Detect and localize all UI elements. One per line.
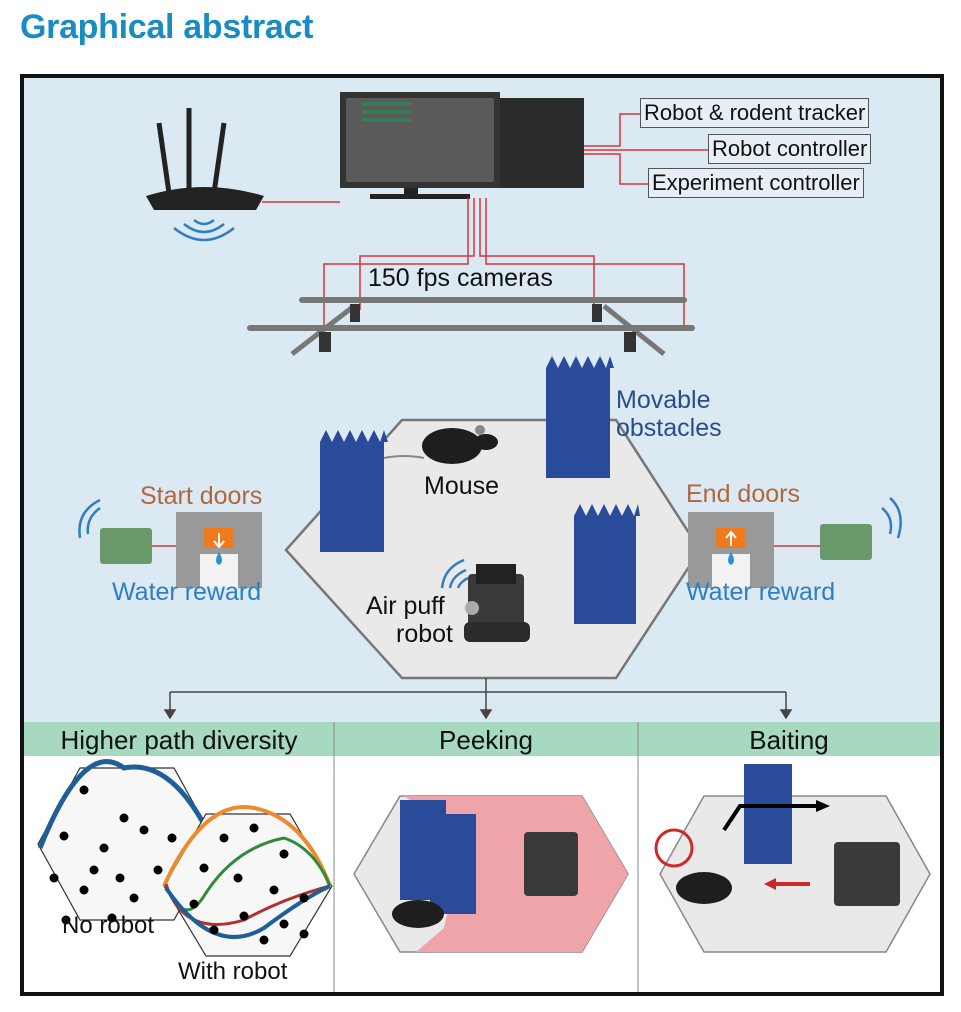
mouse-icon: [676, 872, 732, 904]
obstacle-dot: [199, 863, 209, 873]
camera-icon: [592, 304, 602, 322]
cameras-label: 150 fps cameras: [368, 264, 553, 292]
obstacle-dot: [99, 843, 109, 853]
label-robot-rodent-tracker: Robot & rodent tracker: [640, 98, 870, 128]
obstacle-dot: [89, 865, 99, 875]
camera-icon: [350, 304, 360, 322]
obstacle-dot: [59, 831, 69, 841]
obstacle-dot: [79, 885, 89, 895]
obstacle-dot: [129, 893, 139, 903]
obstacle-dot: [299, 893, 309, 903]
obstacle: [320, 430, 388, 552]
air-puff-robot: [834, 842, 900, 906]
mouse-icon: [383, 425, 498, 464]
obstacle-dot: [299, 929, 309, 939]
peeking-arena: [353, 795, 629, 953]
obstacles-label-line2: obstacles: [616, 414, 722, 442]
air-puff-robot: [524, 832, 578, 896]
obstacle-dot: [219, 833, 229, 843]
obstacle-dot: [279, 919, 289, 929]
obstacle-dot: [239, 911, 249, 921]
obstacle-dot: [107, 913, 117, 923]
panel-title-path-diversity: Higher path diversity: [60, 725, 298, 755]
start-door: [176, 512, 262, 588]
obstacle-dot: [139, 825, 149, 835]
panel-header-band: [24, 722, 940, 756]
end-doors-label: End doors: [686, 480, 800, 508]
obstacle-dot: [259, 935, 269, 945]
label-experiment-controller: Experiment controller: [648, 168, 864, 198]
obstacles-label-line1: Movable: [616, 386, 711, 414]
label-robot-controller: Robot controller: [708, 134, 872, 164]
wifi-icon: [881, 497, 902, 539]
diagram-canvas: [24, 78, 940, 992]
arrow-icon: [163, 678, 793, 720]
raspberry-pi-icon: [100, 528, 152, 564]
obstacle-dot: [115, 873, 125, 883]
wifi-icon: [173, 218, 235, 242]
robot-label-line2: robot: [396, 620, 453, 648]
robot-label-line1: Air puff: [366, 592, 445, 620]
obstacle-dot: [49, 873, 59, 883]
no-robot-label: No robot: [62, 912, 155, 939]
water-drop-icon: [728, 552, 734, 565]
obstacle-dot: [269, 885, 279, 895]
obstacle-dot: [189, 899, 199, 909]
mouse-label: Mouse: [424, 472, 500, 500]
obstacle-dot: [153, 865, 163, 875]
obstacle: [546, 356, 614, 478]
panel-title-baiting: Baiting: [749, 725, 829, 755]
wifi-icon: [440, 558, 469, 589]
raspberry-pi-icon: [820, 524, 872, 560]
graphical-abstract-frame: Robot & rodent tracker Robot controller …: [20, 74, 944, 996]
start-doors-label: Start doors: [140, 482, 263, 510]
water-drop-icon: [216, 552, 222, 565]
wifi-icon: [78, 498, 101, 539]
end-door: [688, 512, 774, 588]
panel-title-peeking: Peeking: [439, 725, 533, 755]
obstacle-dot: [79, 785, 89, 795]
mouse-icon: [392, 900, 444, 928]
obstacle-dot: [61, 915, 71, 925]
air-puff-robot: [464, 564, 530, 642]
obstacle-dot: [209, 925, 219, 935]
obstacle: [430, 814, 476, 914]
arrow-icon: [722, 804, 820, 832]
baiting-arena: [654, 764, 931, 953]
obstacle-dot: [119, 813, 129, 823]
clock-icon: [654, 828, 694, 868]
router-icon: [146, 108, 264, 210]
obstacle-dot: [167, 833, 177, 843]
computer-icon: [340, 92, 584, 199]
obstacle: [574, 504, 640, 624]
cable: [323, 113, 710, 328]
obstacle: [744, 764, 792, 864]
obstacle-dot: [279, 849, 289, 859]
obstacle-dot: [249, 823, 259, 833]
camera-rig: [247, 297, 695, 356]
with-robot-label: With robot: [178, 958, 288, 985]
obstacle-dots: [49, 785, 309, 945]
camera-icon: [319, 332, 331, 352]
page-title: Graphical abstract: [20, 8, 314, 46]
camera-icon: [624, 332, 636, 352]
water-reward-right-label: Water reward: [686, 578, 836, 606]
water-reward-left-label: Water reward: [112, 578, 262, 606]
obstacle-dot: [233, 873, 243, 883]
